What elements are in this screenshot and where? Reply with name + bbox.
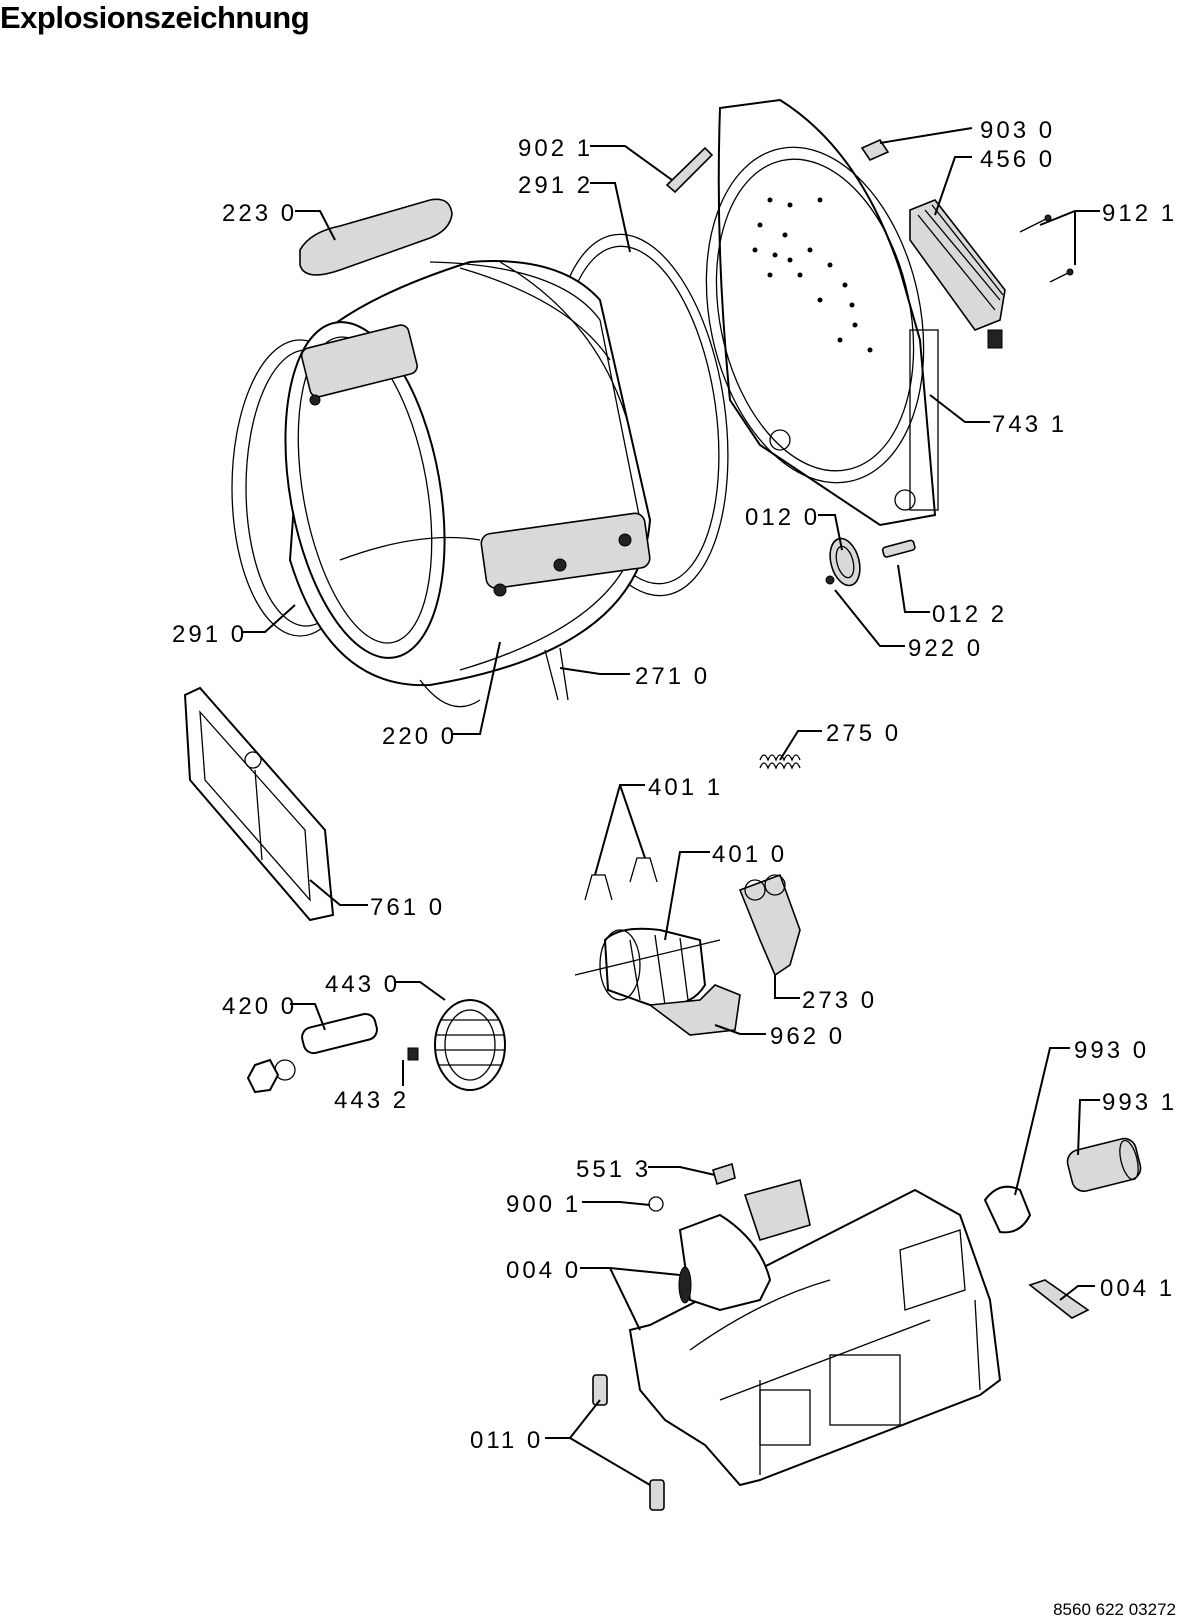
callout-551-3: 551 3 [576, 1156, 651, 1183]
screws-912 [1019, 214, 1074, 283]
callout-012-2: 012 2 [932, 601, 1007, 628]
callout-401-0: 401 0 [712, 841, 787, 868]
heater-element [909, 199, 1006, 349]
callout-401-1: 401 1 [648, 774, 723, 801]
callout-903-0: 903 0 [980, 117, 1055, 144]
part-004-1 [1028, 1279, 1090, 1319]
callout-993-0: 993 0 [1074, 1037, 1149, 1064]
callout-443-0: 443 0 [325, 971, 400, 998]
callout-900-1: 900 1 [506, 1191, 581, 1218]
blower-housing-004 [678, 1179, 811, 1312]
drum-lifter [299, 198, 453, 276]
callout-273-0: 273 0 [802, 987, 877, 1014]
clip-900 [648, 1196, 664, 1212]
leader-lines [242, 127, 1100, 1486]
clip-551 [712, 1162, 736, 1186]
cylinder-993-1 [1066, 1137, 1142, 1193]
callout-743-1: 743 1 [992, 411, 1067, 438]
callout-291-0: 291 0 [172, 621, 247, 648]
feet-011 [592, 1374, 665, 1511]
motor-401 [574, 927, 721, 1007]
callout-223-0: 223 0 [222, 200, 297, 227]
callout-993-1: 993 1 [1102, 1089, 1177, 1116]
rear-panel [705, 98, 939, 527]
callout-291-2: 291 2 [518, 172, 593, 199]
clips-401-1 [584, 857, 658, 901]
base-frame [628, 1188, 1002, 1487]
callout-912-1: 912 1 [1102, 200, 1177, 227]
callout-902-1: 902 1 [518, 135, 593, 162]
cap-993 [983, 1185, 1032, 1234]
callout-761-0: 761 0 [370, 894, 445, 921]
callout-271-0: 271 0 [635, 663, 710, 690]
callout-004-1: 004 1 [1100, 1275, 1175, 1302]
page-title: Explosionszeichnung [0, 0, 310, 35]
filter-761 [183, 686, 335, 922]
spring-275 [759, 754, 801, 770]
bracket-962 [647, 984, 741, 1036]
screw-922 [825, 575, 835, 585]
callout-443-2: 443 2 [334, 1087, 409, 1114]
callout-962-0: 962 0 [770, 1023, 845, 1050]
document-number: 8560 622 03272 [1053, 1600, 1176, 1619]
callout-004-0: 004 0 [506, 1257, 581, 1284]
callout-220-0: 220 0 [382, 723, 457, 750]
callout-275-0: 275 0 [826, 720, 901, 747]
callout-420-0: 420 0 [222, 993, 297, 1020]
axle-012-2 [881, 539, 916, 558]
bracket-903 [860, 138, 890, 162]
nut-443-2 [407, 1047, 419, 1061]
shaft-420 [246, 1012, 378, 1094]
pulley-bracket-273 [738, 873, 801, 977]
callout-456-0: 456 0 [980, 146, 1055, 173]
fan-443 [434, 999, 506, 1091]
drum [284, 260, 652, 708]
callout-labels: 902 1 903 0 456 0 912 1 291 2 223 0 743 … [172, 117, 1177, 1454]
callout-922-0: 922 0 [908, 635, 983, 662]
callout-012-0: 012 0 [745, 504, 820, 531]
support-271 [544, 647, 569, 701]
clip-902 [665, 146, 714, 194]
callout-011-0: 011 0 [470, 1427, 543, 1454]
